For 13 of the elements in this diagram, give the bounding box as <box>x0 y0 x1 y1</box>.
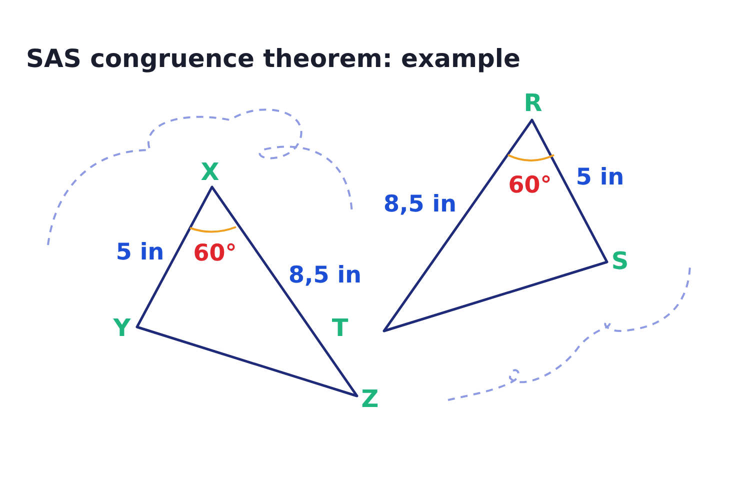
vertex-label: T <box>332 316 348 340</box>
vertex-label: S <box>611 249 629 273</box>
side-length-label: 8,5 in <box>288 264 362 288</box>
angle-label: 60° <box>508 174 552 198</box>
side-length-label: 5 in <box>576 166 624 190</box>
vertex-label: R <box>524 91 542 115</box>
side-length-label: 8,5 in <box>384 194 456 216</box>
vertex-label: X <box>200 160 220 184</box>
vertex-label: Y <box>113 316 131 340</box>
diagram-title: SAS congruence theorem: example <box>26 44 520 73</box>
vertex-label: Z <box>361 387 379 411</box>
angle-label: 60° <box>193 242 237 266</box>
side-length-label: 5 in <box>116 242 164 264</box>
